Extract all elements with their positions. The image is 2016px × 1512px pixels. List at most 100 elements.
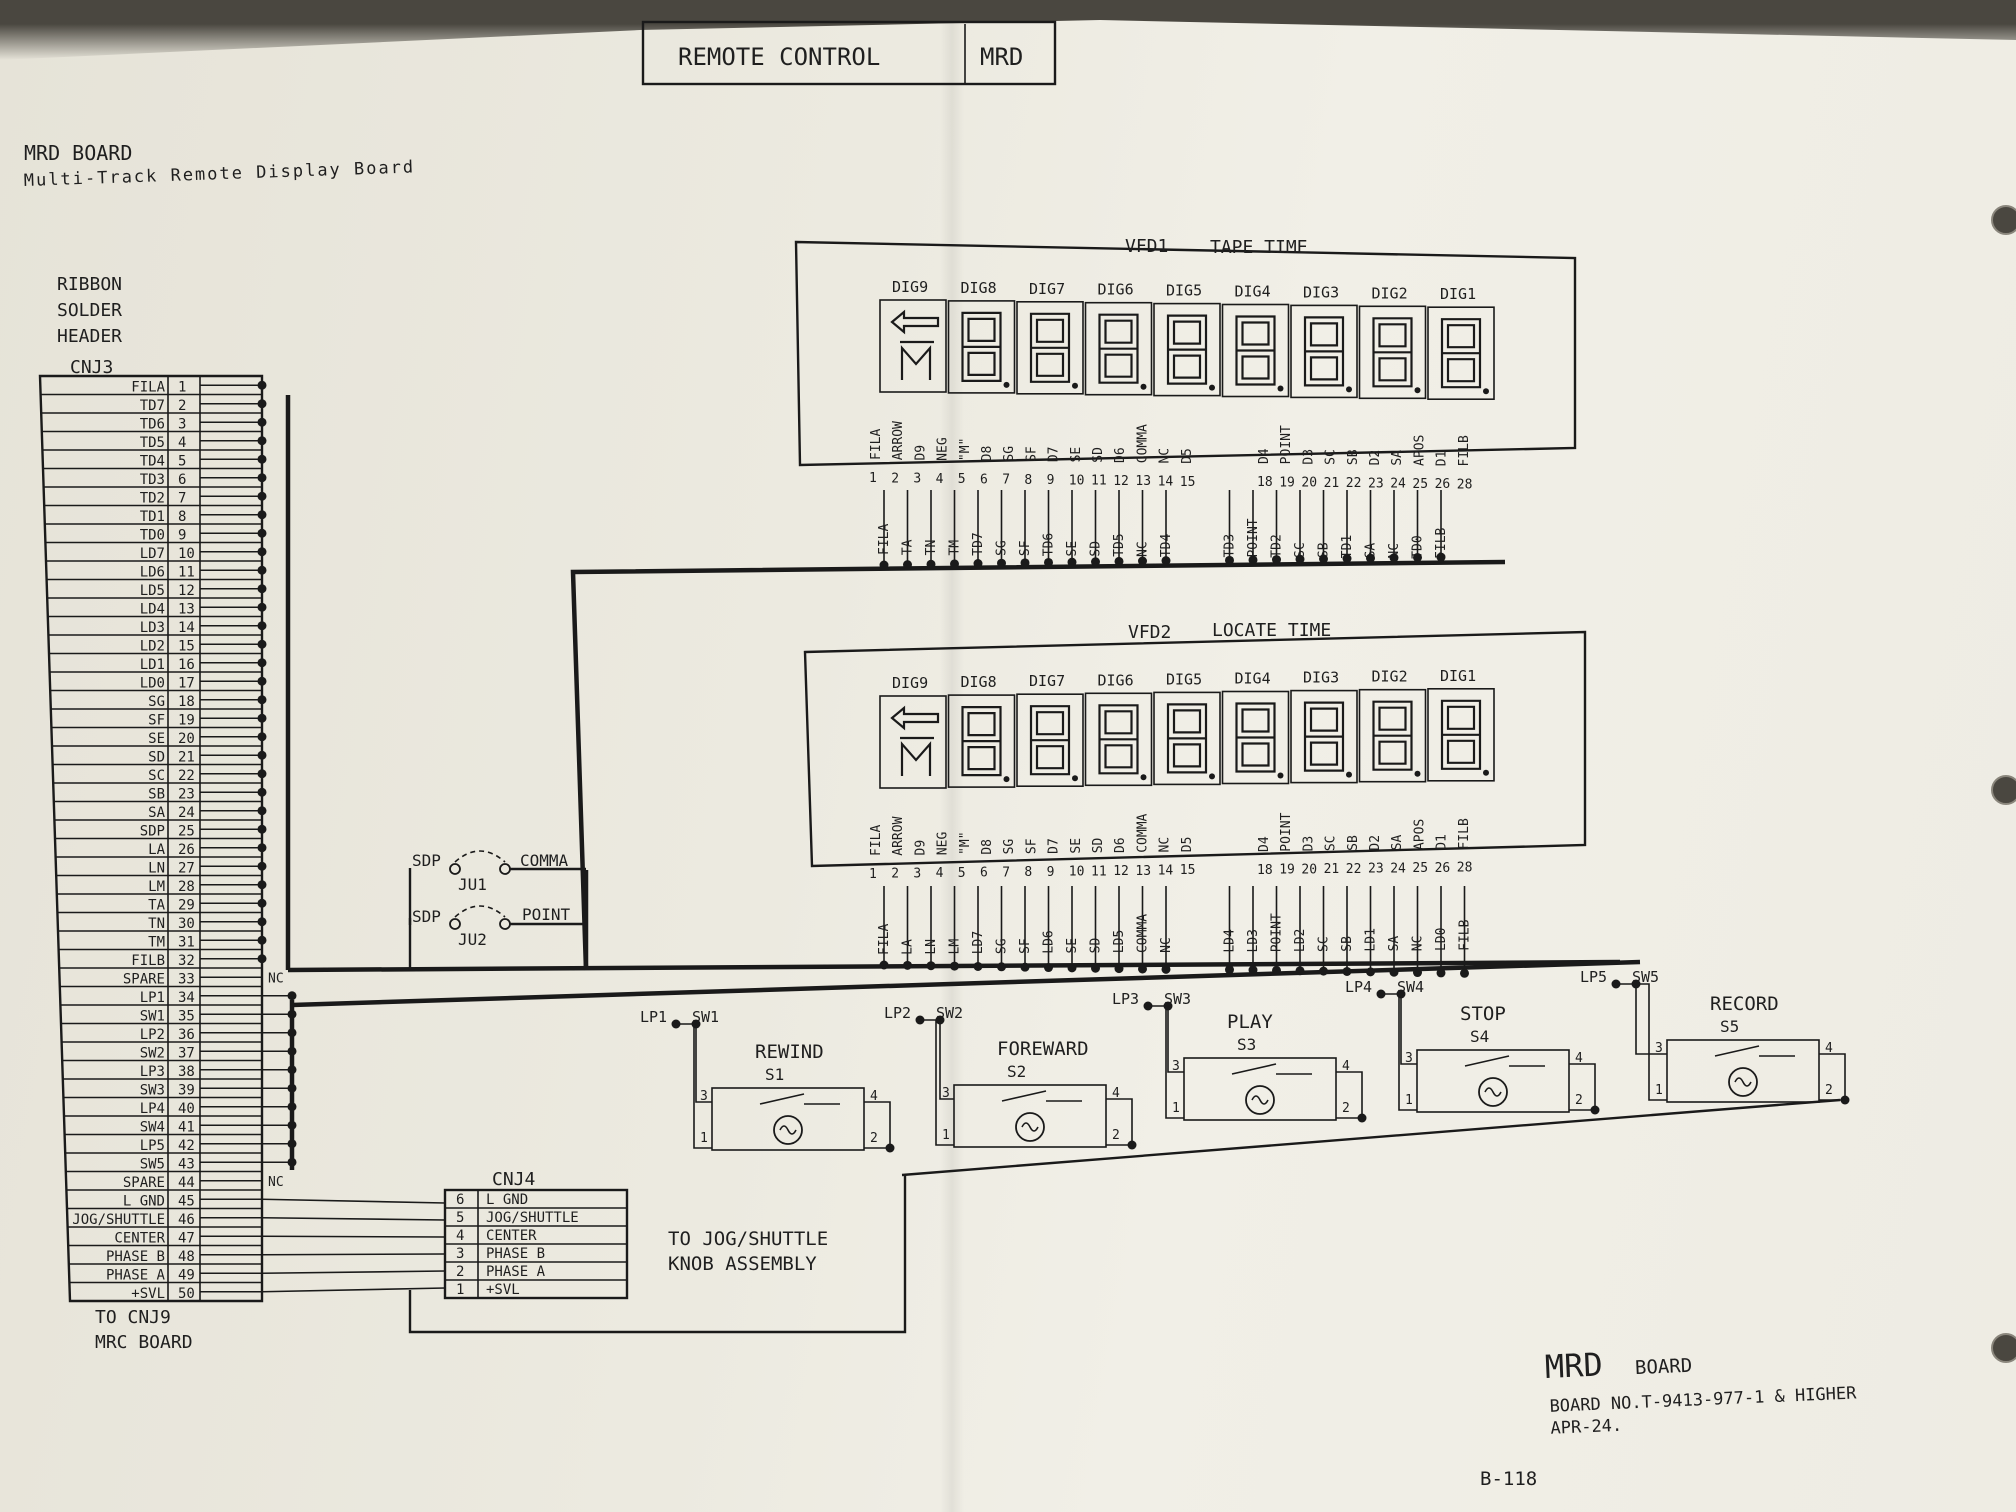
vfd-seven-segment-inner [1241,321,1270,380]
vfd-seven-segment-inner [1104,319,1133,378]
footer-page: B-118 [1480,1468,1537,1490]
binder-hole-top [1991,205,2016,235]
cnj3-pin-name: SC [148,768,165,784]
cnj3-pin-number: 42 [178,1138,195,1154]
cnj3-pin-name: LP1 [140,990,165,1006]
cnj3-pin-number: 47 [178,1231,195,1247]
cnj3-junction-dot [257,491,267,501]
cnj3-junction-dot [257,584,267,594]
cnj3-pin-number: 33 [178,972,195,988]
vfd-digit-label: DIG2 [1372,284,1408,302]
vfd-pin-number: 4 [936,866,944,881]
switch-pin-4: 4 [1112,1086,1120,1101]
ju1-pad-right [499,863,511,875]
cnj3-pin-number: 19 [178,713,195,729]
header-label-line: SOLDER [57,300,122,321]
switch-lp-dot [1611,979,1621,989]
vfd-pin-name: NC [1158,448,1173,464]
bus-switch-horizontal [291,959,1641,1008]
vfd-pin-number: 12 [1113,474,1129,489]
vfd-digit-label: DIG9 [892,278,928,296]
cnj3-pin-name: SF [148,713,165,729]
vfd-pin-name: SA [1390,835,1405,851]
vfd-pin-name: D4 [1257,836,1272,852]
vfd-pin-number: 20 [1301,476,1317,491]
vfd-digit-label: DIG1 [1440,667,1476,685]
vfd-pin-name: FILB [1457,435,1472,466]
vfd-pin-number: 9 [1047,473,1055,488]
switch-pin-2: 2 [870,1131,878,1146]
cnj3-pin-number: 37 [178,1046,195,1062]
cnj3-pin-number: 1 [178,380,186,396]
switch-ref: S5 [1720,1017,1739,1036]
cnj3-pin-number: 11 [178,565,195,581]
cnj3-pin-name: TD4 [140,454,165,470]
vfd-pin-name: SC [1324,835,1339,851]
vfd-signal-name: TD2 [1270,534,1285,557]
header-label-line: RIBBON [57,274,122,295]
vfd-seven-segment-inner [1309,322,1339,381]
cnj3-pin-name: LN [148,861,165,877]
cnj3-junction-dot [257,750,267,760]
switch-output-wire [1819,1053,1846,1101]
vfd-digit-label: DIG7 [1029,280,1065,298]
ju2-right-label: POINT [522,905,571,924]
vfd-pin-name: ARROW [891,421,906,460]
ju1-pad-left [449,863,461,875]
cnj3-pin-name: SE [148,731,165,747]
switch-body [711,1087,865,1151]
switch-lp-dot [915,1015,925,1025]
cnj3-pin-name: SA [148,805,165,821]
switch-lamp-icon [1728,1067,1758,1097]
vfd-signal-name: TD4 [1159,534,1174,558]
vfd-signal-name: NC [1159,937,1174,953]
vfd-pin-name: APOS [1412,435,1427,466]
cnj3-junction-dot [257,935,267,945]
vfd-seven-segment [1098,704,1139,775]
vfd-decimal-point [1346,386,1352,393]
cnj3-pin-number: 32 [178,953,195,969]
vfd-pin-number: 25 [1412,861,1428,876]
vfd-pin-number: 14 [1158,863,1174,878]
switch-name: PLAY [1227,1011,1273,1033]
cnj3-to-cnj4-wire [261,1216,446,1221]
vfd-signal-name: SD [1089,541,1104,557]
vfd-decimal-point [1277,772,1284,779]
vfd-digit-label: DIG8 [961,673,997,691]
vfd-pin-name: D5 [1180,448,1195,464]
switch-body [1416,1049,1570,1113]
switch-output-wire [1569,1063,1596,1111]
switch-lamp-wire [1148,1005,1184,1119]
vfd-seven-segment [1029,705,1071,776]
vfd-decimal-point [1003,776,1010,783]
vfd-bus-dot [1436,552,1446,562]
ju2-link [454,905,506,918]
cnj3-pin-number: 22 [178,768,195,784]
vfd-pin-name: SF [1024,446,1039,462]
cnj3-to-cnj4-wire [261,1270,446,1275]
cnj3-junction-dot [257,639,267,649]
footer-date: APR-24. [1550,1416,1622,1439]
vfd-bus-dot [1389,553,1399,563]
page-fold [940,0,964,1512]
cnj3-junction-dot [257,824,267,834]
vfd-seven-segment [1440,318,1482,389]
vfd-digit-label: DIG2 [1372,668,1408,686]
cnj3-pin-number: 34 [178,990,195,1006]
switch-sw-dot [1396,989,1406,999]
cnj3-pin-name: SW5 [140,1157,165,1173]
vfd-pin-number: 10 [1069,473,1085,488]
vfd-pin-number: 1 [869,471,877,486]
vfd-pin-number: 21 [1324,476,1340,491]
vfd-signal-name: LD7 [971,931,986,954]
cnj3-junction-dot [257,695,267,705]
vfd-pin-number: 19 [1279,475,1295,490]
vfd-seven-segment-inner [1035,318,1065,377]
vfd2-title: VFD2 [1128,622,1171,643]
vfd-seven-segment [1166,703,1208,774]
switch-common-wire [695,1024,712,1103]
vfd-bus-dot [1138,556,1147,566]
cnj3-junction-dot [257,436,267,446]
vfd-signal-name: LM [948,939,963,955]
